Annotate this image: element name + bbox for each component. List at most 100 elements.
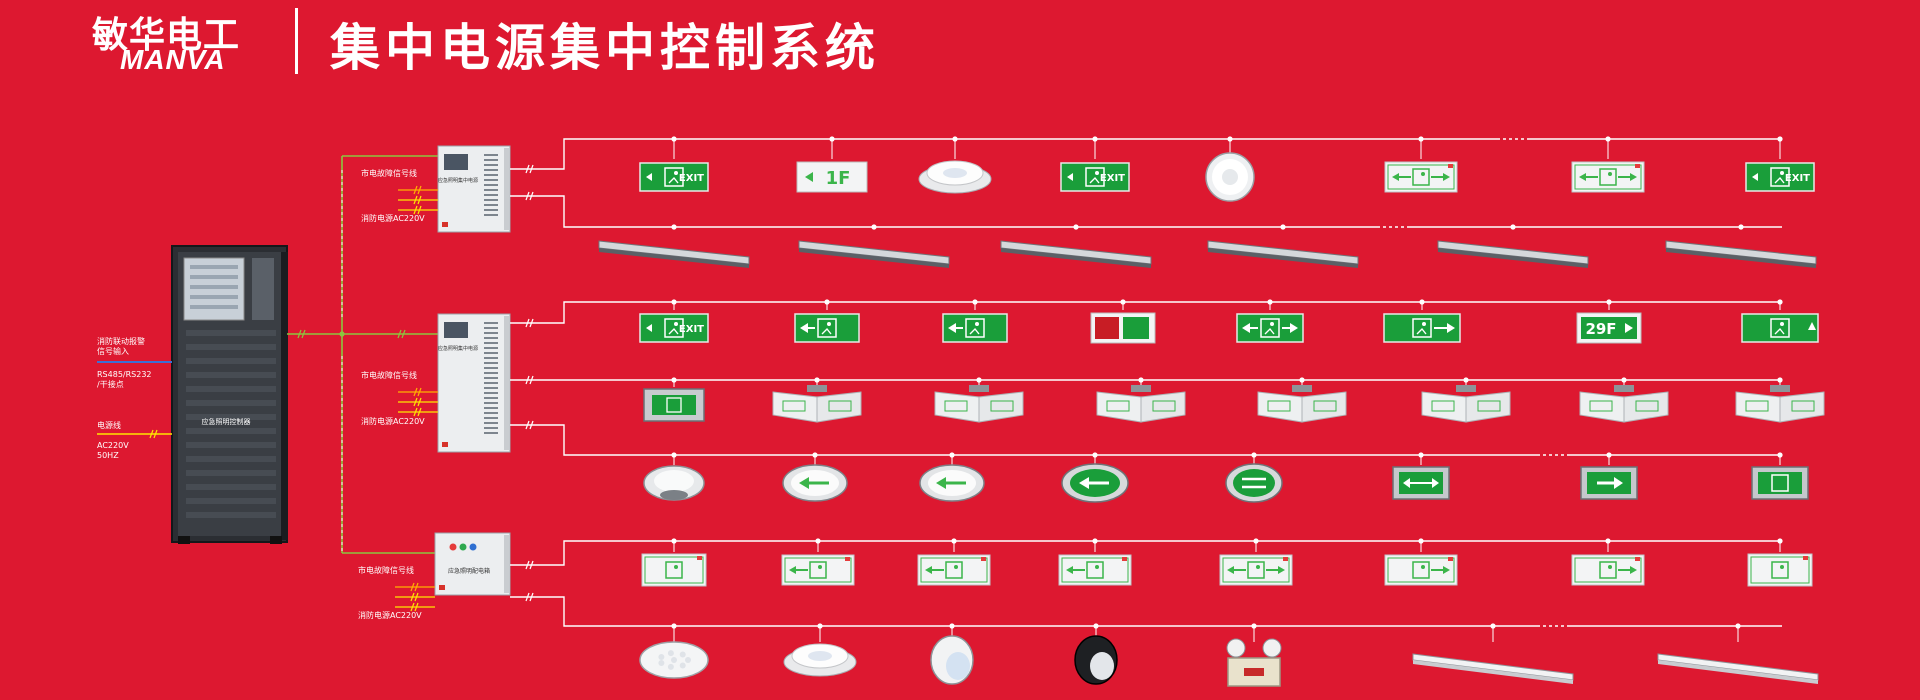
panel-label: 应急照明集中电源: [438, 177, 478, 184]
sign-exit-text: EXIT: [1785, 173, 1810, 184]
wire-break-mark: [413, 407, 418, 417]
running-man-icon: [1247, 561, 1265, 579]
running-man-icon: [945, 561, 963, 579]
sign-indicator: [1635, 557, 1640, 561]
sign-inner: [1581, 317, 1637, 339]
running-man-icon: [1085, 167, 1105, 187]
sign-exit-text: EXIT: [679, 173, 704, 184]
vent-slot: [186, 498, 276, 504]
device-green-box-exit: [1751, 466, 1809, 500]
led-dot: [658, 653, 665, 660]
running-man-icon: [818, 565, 822, 569]
led-dot: [658, 660, 665, 667]
panel-vent: [484, 164, 498, 166]
running-man-icon: [664, 167, 684, 187]
wire-break-mark: [410, 582, 415, 592]
junction-dot: [1418, 452, 1424, 458]
device-vsign: [1421, 385, 1511, 423]
wire-break-mark: [525, 164, 530, 174]
tube-light-base: [1208, 248, 1358, 268]
wire-break-mark: [525, 592, 530, 602]
running-man-icon: [827, 322, 831, 326]
junction-dot: [824, 299, 830, 305]
floor-light-lens: [654, 470, 694, 492]
sign-panel: [1741, 313, 1819, 343]
panel-vent: [484, 194, 498, 196]
cabinet-foot: [178, 536, 190, 544]
arrow-left-icon: [1392, 173, 1399, 181]
v-sign-face: [1267, 400, 1291, 412]
wire-break-mark: [410, 602, 415, 612]
device-floor-green: [1061, 463, 1129, 503]
wire-break-mark: [529, 164, 534, 174]
wire-break-mark: [529, 592, 534, 602]
running-man-icon: [1095, 565, 1099, 569]
arrow-right-icon: [1278, 566, 1285, 574]
wire-break-mark: [301, 329, 306, 339]
v-sign-right: [1140, 391, 1186, 423]
arrow-left-icon: [805, 172, 813, 182]
running-man-icon: [1780, 322, 1784, 326]
running-man-icon: [665, 561, 683, 579]
vent-slot: [186, 428, 276, 434]
running-man-icon: [817, 318, 837, 338]
v-sign-left: [1579, 391, 1625, 423]
panel-display: [444, 154, 468, 170]
wire-break-mark: [401, 329, 406, 339]
panel-indicator: [469, 543, 477, 551]
junction-dot: [1251, 452, 1257, 458]
wire-break-mark: [529, 191, 534, 201]
panel-badge: [439, 585, 445, 590]
junction-dot: [671, 377, 677, 383]
device-sign-right: [1383, 313, 1461, 343]
running-man-icon: [674, 171, 678, 175]
panel-vent: [484, 214, 498, 216]
no-exit-icon: [1095, 317, 1119, 339]
panel-vent: [484, 407, 498, 409]
status-strip: [1244, 668, 1264, 676]
device-ceiling-round: [639, 641, 709, 679]
wire-break-mark: [417, 397, 422, 407]
arrow-left-icon: [1242, 323, 1250, 333]
junction-dot: [1251, 623, 1257, 629]
v-sign-face: [1106, 400, 1130, 412]
junction-dot: [1280, 224, 1286, 230]
device-sign-bidir: [1236, 313, 1304, 343]
panel-indicator: [459, 543, 467, 551]
panel-vent: [484, 352, 498, 354]
floor-number-text: 29F: [1585, 320, 1616, 338]
v-sign-mount: [1456, 385, 1476, 392]
device-tube-long: [1412, 653, 1574, 684]
spot-lens: [1090, 652, 1114, 680]
panel-vent: [484, 337, 498, 339]
fire-alarm-input-label: 消防联动报警: [97, 336, 145, 346]
arrow-left-icon: [1079, 477, 1089, 489]
junction-dot: [951, 538, 957, 544]
panel-vent: [484, 432, 498, 434]
panel-vent: [484, 362, 498, 364]
panel-vent: [484, 372, 498, 374]
sign-indicator: [1448, 557, 1453, 561]
panel-display: [444, 322, 468, 338]
running-man-icon: [969, 327, 980, 335]
vent-slot: [186, 442, 276, 448]
junction-dot: [671, 224, 677, 230]
sign-indicator: [1448, 164, 1453, 168]
running-man-icon: [1771, 474, 1789, 492]
junction-dot: [1606, 299, 1612, 305]
junction-dot: [1606, 452, 1612, 458]
output-bus: [510, 138, 1782, 170]
panel-vent: [484, 382, 498, 384]
panel-indicator: [449, 543, 457, 551]
running-man-icon: [1608, 565, 1612, 569]
running-man-icon: [1608, 172, 1612, 176]
junction-dot: [871, 224, 877, 230]
junction-dot: [949, 452, 955, 458]
device-green-box-r: [1580, 466, 1638, 500]
wire-break-mark: [417, 387, 422, 397]
panel-cabinet: [434, 532, 511, 596]
junction-dot: [671, 299, 677, 305]
device-vsign: [1096, 385, 1186, 423]
device-sign-bidir: [1219, 554, 1293, 586]
